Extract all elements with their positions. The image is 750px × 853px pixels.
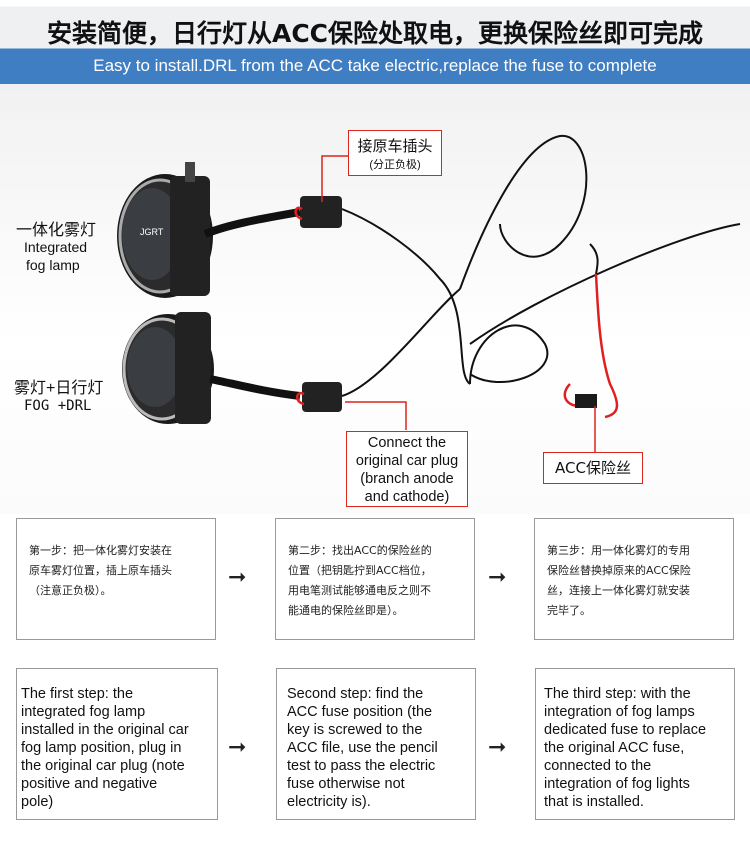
plug-callout-en-line: and cathode)	[364, 489, 450, 505]
lower-fog-lamp	[122, 312, 301, 424]
step1-en-line: fog lamp position, plug in	[21, 740, 182, 756]
header-banner: 安装简便，日行灯从ACC保险处取电，更换保险丝即可完成 Easy to inst…	[0, 0, 750, 84]
plug-callout-en: Connect the original car plug (branch an…	[346, 431, 468, 507]
step1-en-line: installed in the original car	[21, 722, 189, 738]
step1-en-line: pole)	[21, 794, 54, 810]
step1-en-line: integrated fog lamp	[21, 704, 146, 720]
title-english: Easy to install.DRL from the ACC take el…	[93, 56, 657, 75]
lower-connector	[302, 382, 342, 412]
step2-en-line: Second step: find the	[287, 686, 424, 702]
lamp1-label-cn: 一体化雾灯	[16, 222, 97, 239]
step1-cn-line: （注意正负极）。	[29, 584, 112, 597]
brand-mark: JGRT	[140, 227, 164, 237]
step2-en-box: Second step: find the ACC fuse position …	[276, 668, 476, 820]
lamp2-label-cn: 雾灯+日行灯	[14, 380, 104, 397]
upper-connector	[300, 196, 342, 228]
step1-cn-box: 第一步：把一体化雾灯安装在 原车雾灯位置，插上原车插头 （注意正负极）。	[16, 518, 216, 640]
step2-en-line: ACC fuse position (the	[287, 704, 433, 720]
wiring-illustration: JGRT	[117, 134, 741, 452]
plug-callout-en-line: Connect the	[367, 435, 447, 451]
step3-cn-line: 完毕了。	[547, 604, 591, 617]
step3-en-line: integration of fog lights	[544, 776, 690, 792]
upper-fog-lamp	[117, 162, 301, 298]
step3-en-box: The third step: with the integration of …	[535, 668, 735, 820]
plug-callout-en-line: original car plug	[355, 453, 459, 469]
step3-cn-box: 第三步：用一体化雾灯的专用 保险丝替换掉原来的ACC保险 丝，连接上一体化雾灯就…	[534, 518, 734, 640]
arrow-icon: ➞	[228, 735, 247, 760]
step3-en-line: that is installed.	[544, 794, 644, 810]
step1-en-line: The first step: the	[21, 686, 134, 702]
step2-cn-line: 用电笔测试能够通电反之则不	[288, 584, 431, 597]
step3-cn-line: 丝，连接上一体化雾灯就安装	[547, 584, 690, 597]
lamp1-label-en-1: Integrated	[24, 239, 88, 255]
acc-fuse	[575, 394, 597, 408]
step3-en-line: dedicated fuse to replace	[544, 722, 707, 738]
step1-en-box: The first step: the integrated fog lamp …	[16, 668, 218, 820]
black-wires	[341, 134, 741, 397]
step1-en-line: positive and negative	[21, 776, 158, 792]
arrow-icon: ➞	[488, 735, 507, 760]
step1-en-line: the original car plug (note	[21, 758, 185, 774]
step2-cn-line: 能通电的保险丝即是）。	[288, 604, 404, 617]
step3-cn-line: 第三步：用一体化雾灯的专用	[547, 544, 690, 557]
title-chinese: 安装简便，日行灯从ACC保险处取电，更换保险丝即可完成	[46, 19, 704, 48]
plug-callout-en-line: (branch anode	[360, 471, 454, 487]
step3-cn-line: 保险丝替换掉原来的ACC保险	[547, 564, 691, 577]
plug-callout-cn: 接原车插头 (分正负极)	[348, 130, 442, 176]
step2-cn-line: 第二步：找出ACC的保险丝的	[288, 544, 432, 557]
step2-cn-line: 位置（把钥匙拧到ACC档位，	[288, 564, 432, 577]
step3-en-line: the original ACC fuse,	[544, 740, 685, 756]
plug-callout-cn-title: 接原车插头	[357, 137, 433, 155]
step3-en-line: connected to the	[544, 758, 652, 774]
step2-en-line: fuse otherwise not	[287, 776, 405, 792]
plug-callout-cn-sub: (分正负极)	[369, 159, 421, 171]
step2-en-line: electricity is).	[287, 794, 371, 810]
callout-lines	[321, 155, 596, 452]
step3-en-line: integration of fog lamps	[544, 704, 695, 720]
arrow-icon: ➞	[488, 565, 507, 590]
lamp2-label-en: FOG +DRL	[24, 398, 92, 414]
fuse-callout: ACC保险丝	[543, 452, 643, 484]
step1-cn-line: 原车雾灯位置，插上原车插头	[29, 564, 172, 577]
step1-cn-line: 第一步：把一体化雾灯安装在	[29, 544, 172, 557]
step3-en-line: The third step: with the	[544, 686, 691, 702]
step2-en-line: test to pass the electric	[287, 758, 436, 774]
lamp1-label-en-2: fog lamp	[26, 257, 80, 273]
arrow-icon: ➞	[228, 565, 247, 590]
step2-cn-box: 第二步：找出ACC的保险丝的 位置（把钥匙拧到ACC档位， 用电笔测试能够通电反…	[275, 518, 475, 640]
step2-en-line: key is screwed to the	[287, 722, 423, 738]
step2-en-line: ACC file, use the pencil	[287, 740, 438, 756]
